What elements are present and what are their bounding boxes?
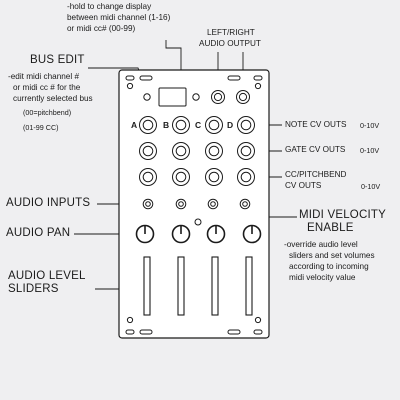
jack-socket [142,119,154,131]
audio-level-label-line2: SLIDERS [8,283,59,295]
audio-output-label-line2: AUDIO OUTPUT [199,39,261,48]
velocity-note-line1: -override audio level [284,240,358,249]
midi-velocity-label-line2: ENABLE [307,222,354,234]
gate-cv-outs-label: GATE CV OUTS [285,145,346,154]
mount-slot [139,75,153,81]
mount-slot [253,329,263,335]
jack-socket [142,145,154,157]
velocity-note-line4: midi velocity value [289,273,356,282]
mount-slot [125,75,135,81]
bus-label-d: D [227,120,233,130]
screw-icon [254,316,262,324]
jack-socket [208,145,220,157]
display-mode-button [192,93,200,101]
jack-socket [208,171,220,183]
bus-edit-note-cc: (01-99 CC) [23,123,59,132]
mount-slot [139,329,153,335]
cc-outs-range: 0-10V [361,182,381,191]
bus-label-a: A [131,120,137,130]
audio-output-label-line1: LEFT/RIGHT [207,28,255,37]
midi-velocity-label-line1: MIDI VELOCITY [299,209,386,221]
audio-level-slider [143,256,151,316]
jack-socket [208,119,220,131]
cc-outs-label-line1: CC/PITCHBEND [285,170,347,179]
note-cv-outs-range: 0-10V [360,121,380,130]
bus-label-b: B [163,120,169,130]
jack-socket [175,171,187,183]
jack-socket [175,119,187,131]
jack-socket [240,145,252,157]
audio-pan-label: AUDIO PAN [6,227,71,239]
note-cv-outs-label: NOTE CV OUTS [285,120,347,129]
bus-edit-button [143,93,151,101]
mount-slot [125,329,135,335]
bus-edit-title: BUS EDIT [30,54,85,66]
hold-display-note-line3: or midi cc# (00-99) [67,24,136,33]
jack-socket [240,119,252,131]
mount-slot [227,329,241,335]
cc-outs-label-line2: CV OUTS [285,181,322,190]
jack-socket [175,145,187,157]
velocity-note-line2: sliders and set volumes [289,251,375,260]
bus-label-c: C [195,120,201,130]
screw-icon [126,82,134,90]
mount-slot [253,75,263,81]
audio-level-slider [245,256,253,316]
bus-edit-note-line1: -edit midi channel # [8,72,79,81]
audio-inputs-label: AUDIO INPUTS [6,197,91,209]
mount-slot [227,75,241,81]
velocity-note-line3: according to incoming [289,262,369,271]
hold-display-note-line1: -hold to change display [67,2,152,11]
gate-cv-outs-range: 0-10V [360,146,380,155]
audio-level-slider [177,256,185,316]
bus-edit-note-line2: or midi cc # for the [13,83,81,92]
bus-edit-note-line3: currently selected bus [13,94,93,103]
audio-level-slider [211,256,219,316]
display-screen [158,87,187,107]
panel-outline [118,69,270,339]
midi-velocity-button [194,218,202,226]
bus-edit-note-pitchbend: (00=pitchbend) [23,108,72,117]
jack-socket [142,171,154,183]
screw-icon [254,82,262,90]
audio-level-label-line1: AUDIO LEVEL [8,270,86,282]
screw-icon [126,316,134,324]
hold-display-note-line2: between midi channel (1-16) [67,13,171,22]
jack-socket [240,171,252,183]
